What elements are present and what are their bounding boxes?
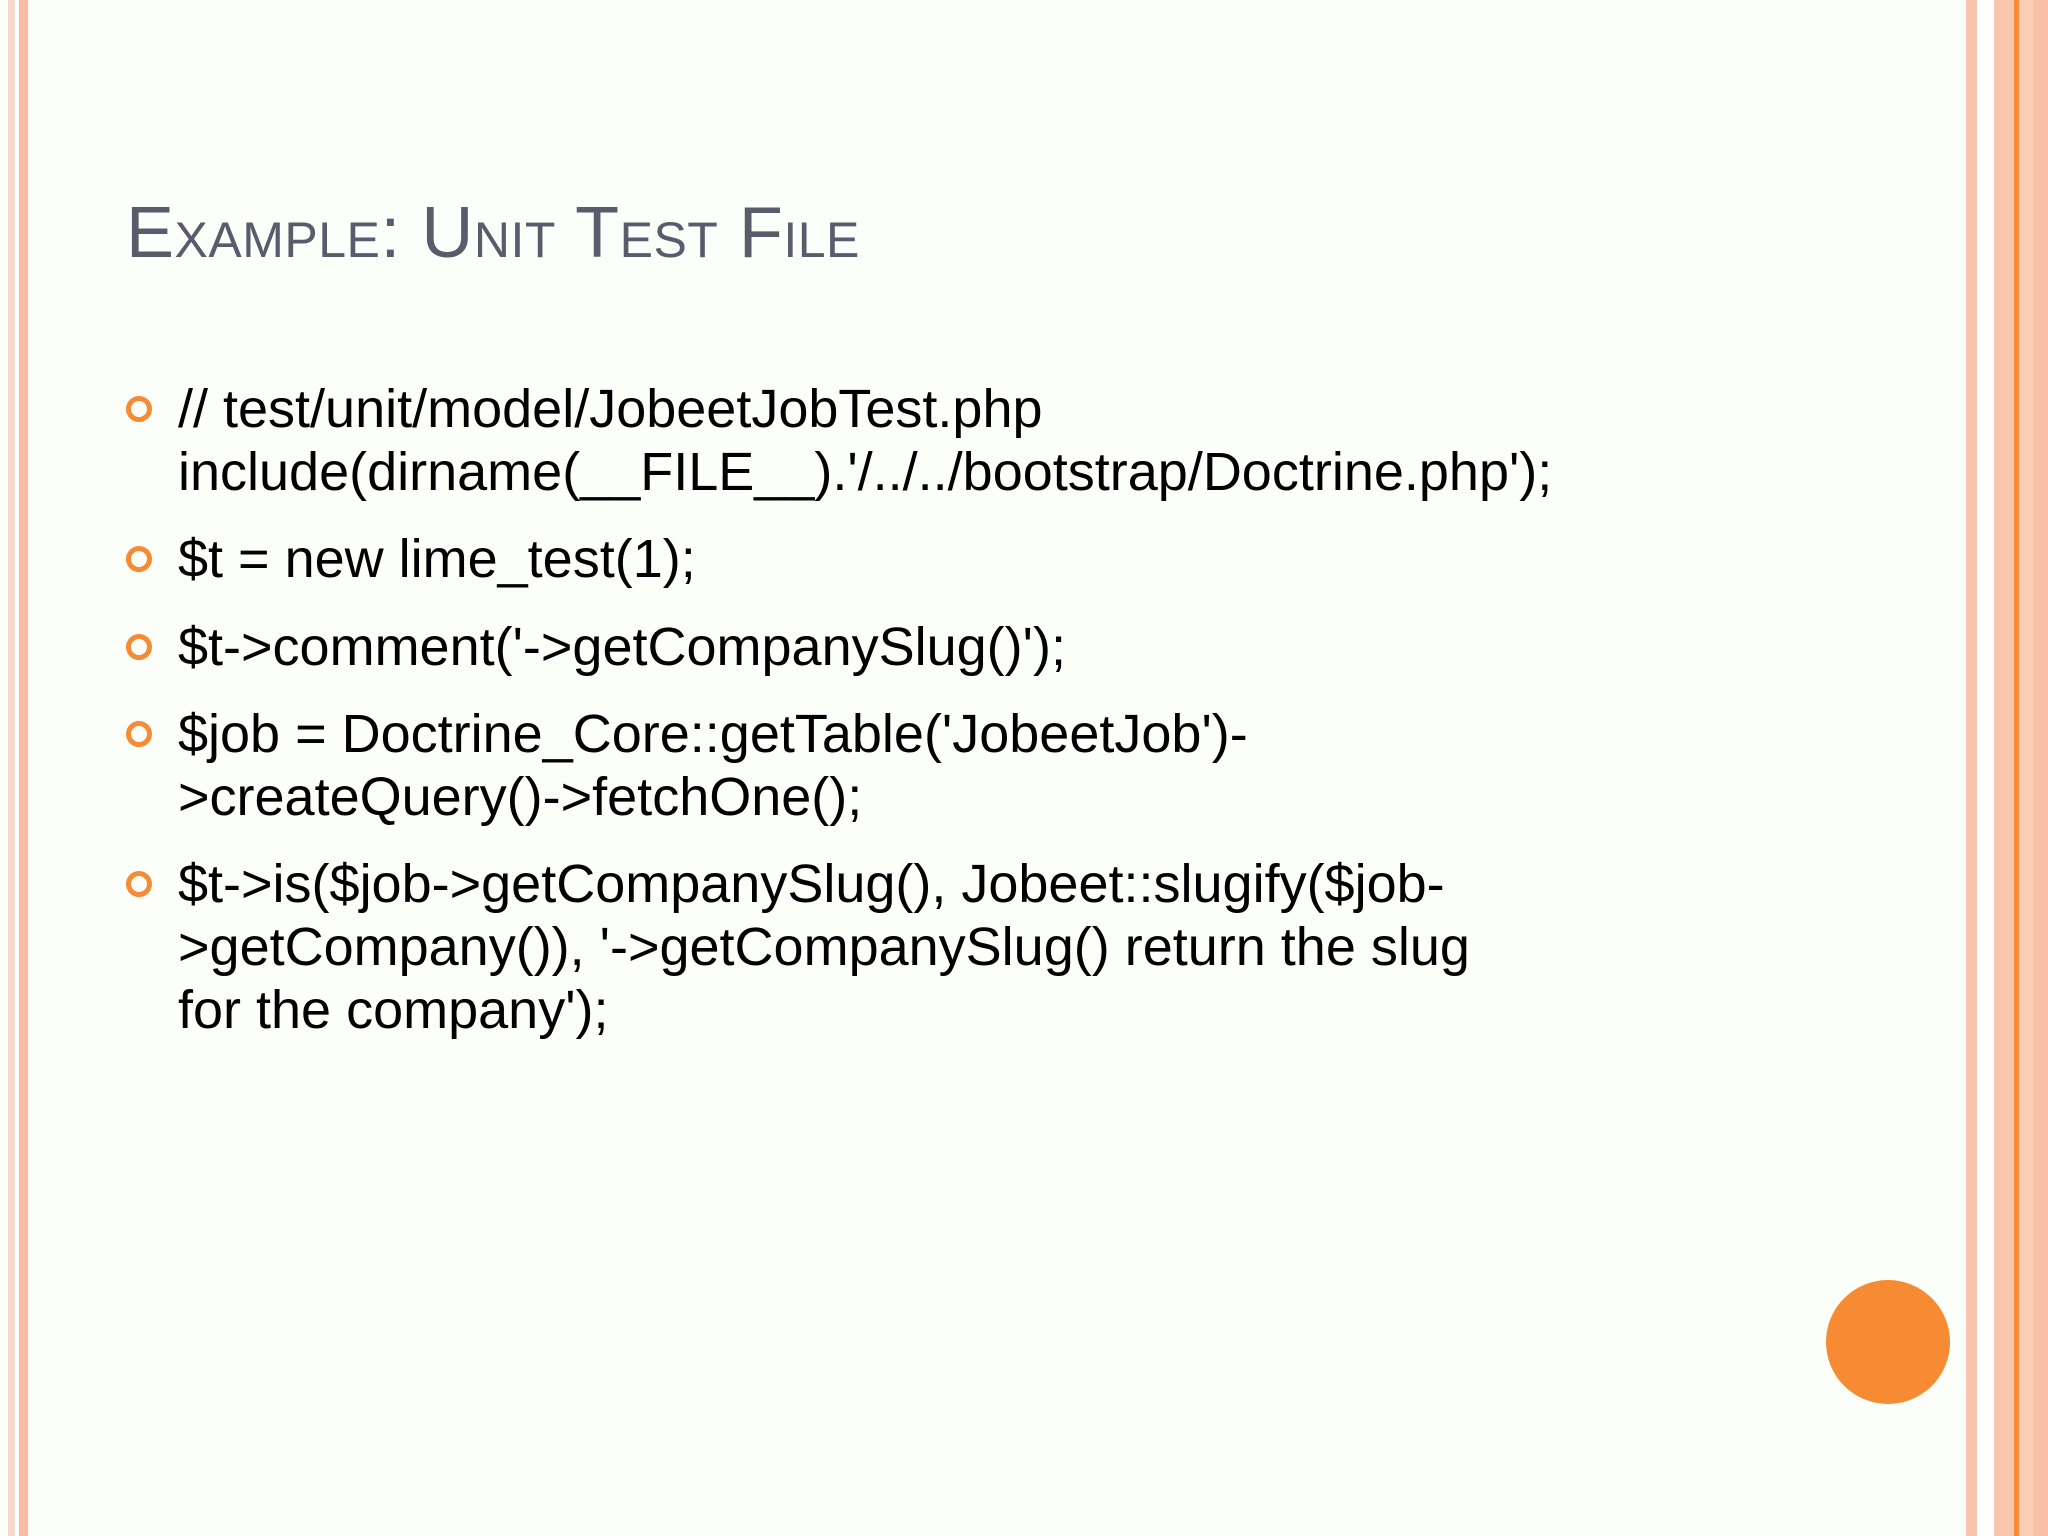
list-item-text: $t = new lime_test(1); (178, 529, 696, 590)
list-item: $t->is($job->getCompanySlug(), Jobeet::s… (126, 853, 1826, 1043)
bullet-ring-icon (126, 396, 152, 422)
left-border-stripe-inner (19, 0, 28, 1536)
list-item: $t = new lime_test(1); (126, 528, 1826, 591)
list-item-text: // test/unit/model/JobeetJobTest.php inc… (178, 379, 1553, 503)
bullet-ring-icon (126, 720, 152, 747)
list-item: $t->comment('->getCompanySlug()'); (126, 616, 1826, 679)
list-item-text: $t->comment('->getCompanySlug()'); (178, 616, 1066, 677)
right-border-stripe-3 (2019, 0, 2033, 1536)
right-border-stripe-2 (1994, 0, 2014, 1536)
list-item-text: $t->is($job->getCompanySlug(), Jobeet::s… (178, 854, 1470, 1041)
slide-title: Example: Unit Test File (126, 193, 860, 273)
list-item: // test/unit/model/JobeetJobTest.php inc… (126, 378, 1826, 504)
bullet-ring-icon (126, 546, 152, 573)
right-border-accent-line (2014, 0, 2019, 1536)
list-item: $job = Doctrine_Core::getTable('JobeetJo… (126, 703, 1826, 829)
right-border-stripe-4 (2033, 0, 2048, 1536)
left-border-stripe-gap (15, 0, 19, 1536)
list-item-text: $job = Doctrine_Core::getTable('JobeetJo… (178, 703, 1248, 827)
orange-circle-decoration (1826, 1280, 1950, 1404)
bullet-ring-icon (126, 871, 152, 898)
bullet-list: // test/unit/model/JobeetJobTest.php inc… (126, 378, 1826, 1067)
right-border-stripe-1 (1966, 0, 1977, 1536)
bullet-ring-icon (126, 633, 152, 660)
right-border-stripe-gap (1977, 0, 1994, 1536)
left-border-stripe-outer (8, 0, 15, 1536)
